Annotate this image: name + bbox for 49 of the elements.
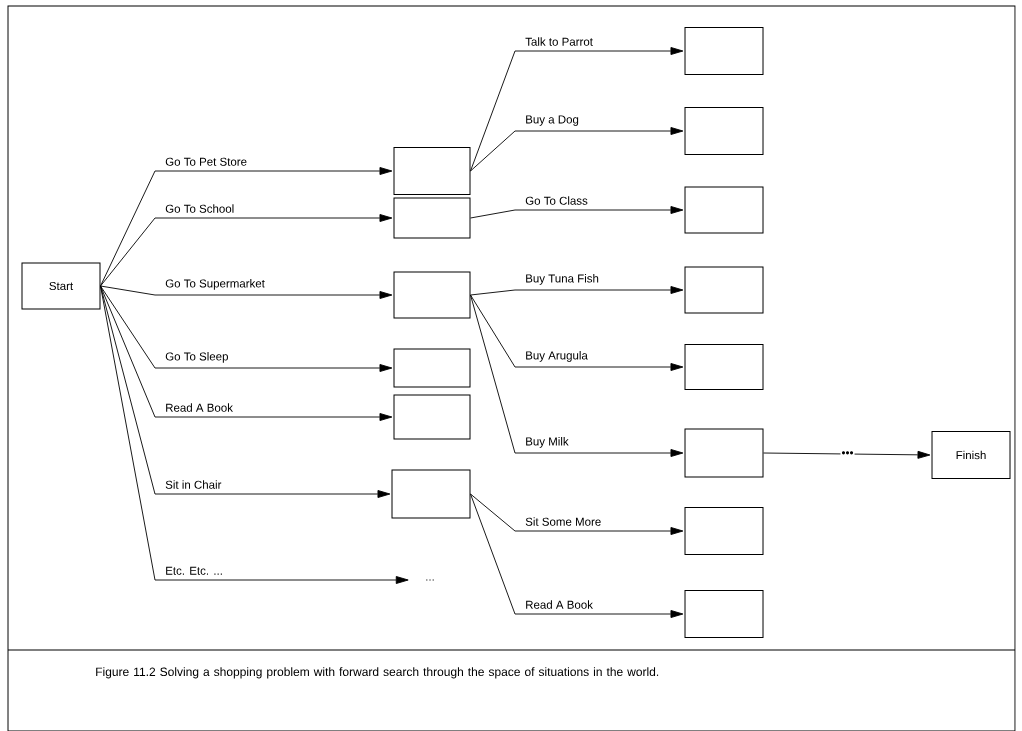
state-box bbox=[393, 271, 471, 319]
state-box bbox=[684, 186, 764, 234]
edge-label: Buy a Dog bbox=[526, 115, 579, 126]
edge-label: Sit Some More bbox=[525, 517, 601, 526]
state-box bbox=[393, 394, 471, 440]
state-box bbox=[684, 107, 764, 155]
arrow bbox=[763, 450, 931, 459]
arrow bbox=[470, 206, 684, 219]
state-box bbox=[684, 266, 764, 314]
arrow bbox=[100, 285, 393, 372]
edge-label: Buy Tuna Fish bbox=[526, 274, 599, 285]
arrow bbox=[100, 285, 393, 299]
edge-label: Talk to Parrot bbox=[525, 37, 593, 46]
state-box bbox=[684, 590, 764, 638]
arrow bbox=[470, 47, 684, 172]
state-box bbox=[391, 469, 471, 519]
edge-label: Go To Sleep bbox=[165, 352, 228, 363]
edge-label: ••• bbox=[840, 450, 855, 458]
arrow bbox=[470, 493, 684, 618]
edge-label: Buy Milk bbox=[526, 437, 569, 448]
state-box bbox=[393, 348, 471, 388]
edge-label: Go To Pet Store bbox=[165, 157, 247, 166]
ellipsis-text: ... bbox=[426, 579, 434, 581]
edge-label: Read A Book bbox=[526, 600, 593, 609]
state-box bbox=[684, 428, 764, 478]
edge-label: Read A Book bbox=[166, 403, 233, 412]
edge-label: Go To Class bbox=[525, 196, 588, 205]
arrow bbox=[470, 493, 684, 535]
caption: Figure 11.2 Solving a shopping problem with forward search through the space of situations in the world. bbox=[96, 667, 659, 679]
arrow bbox=[100, 167, 393, 287]
arrow bbox=[100, 285, 409, 584]
arrow bbox=[100, 285, 391, 498]
arrow bbox=[470, 294, 684, 457]
state-box bbox=[393, 197, 471, 239]
edge-label: Go To Supermarket bbox=[165, 279, 265, 290]
arrow bbox=[470, 286, 684, 296]
edge-label: Etc. Etc. ... bbox=[166, 566, 222, 575]
state-box bbox=[684, 27, 764, 75]
arrow bbox=[470, 127, 684, 172]
state-box bbox=[684, 507, 764, 555]
state-box: Finish bbox=[931, 431, 1011, 479]
arrow bbox=[100, 214, 393, 287]
edge-label: Buy Arugula bbox=[526, 351, 588, 362]
edge-label: Go To School bbox=[165, 204, 234, 213]
state-box: Start bbox=[21, 262, 101, 310]
edge-label: Sit in Chair bbox=[165, 480, 222, 489]
state-box bbox=[393, 147, 471, 195]
state-box bbox=[684, 344, 764, 390]
arrow bbox=[470, 294, 684, 371]
